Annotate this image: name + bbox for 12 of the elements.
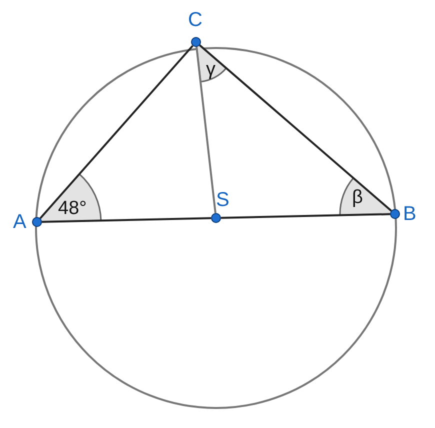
angle-label: 48° [58,199,87,219]
line-segment [40,45,194,219]
angle-label: β [352,188,363,208]
angle-label: γ [206,60,216,80]
line-segment [42,217,212,223]
point-label: S [216,190,230,210]
line-segment [220,213,390,219]
point-label: B [403,204,416,224]
point-label: C [188,10,202,30]
point-label: A [13,212,26,232]
line-segment [199,44,392,212]
line-segment [196,46,216,214]
